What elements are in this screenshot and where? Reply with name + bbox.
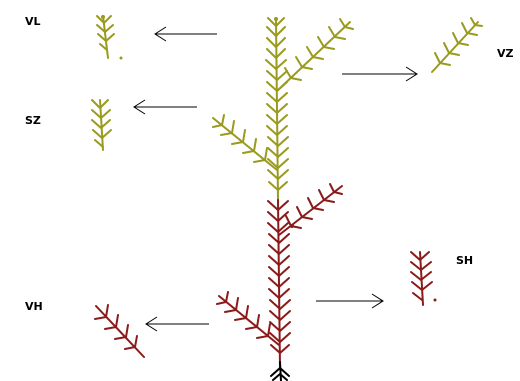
- arrow-to-vl: [154, 26, 217, 42]
- sprig-vh: [94, 304, 145, 358]
- root-base: [270, 361, 290, 381]
- main-stem-upper: [212, 17, 354, 201]
- sprig-sz: [91, 99, 112, 151]
- arrow-to-sz: [133, 99, 197, 115]
- label-vz: VZ: [497, 47, 514, 60]
- main-stem-lower: [216, 183, 343, 369]
- label-sh: SH: [456, 254, 473, 267]
- sprig-sh: [410, 251, 437, 306]
- sprig-vz: [431, 17, 483, 73]
- sprig-vl: [96, 15, 123, 60]
- arrow-to-vh: [145, 316, 209, 332]
- label-vl: VL: [25, 15, 41, 28]
- arrows: [133, 26, 418, 332]
- arrow-to-vz: [342, 66, 418, 82]
- label-sz: SZ: [25, 114, 41, 127]
- label-vh: VH: [25, 300, 43, 313]
- arrow-to-sh: [316, 293, 384, 309]
- main-plant: [212, 17, 354, 381]
